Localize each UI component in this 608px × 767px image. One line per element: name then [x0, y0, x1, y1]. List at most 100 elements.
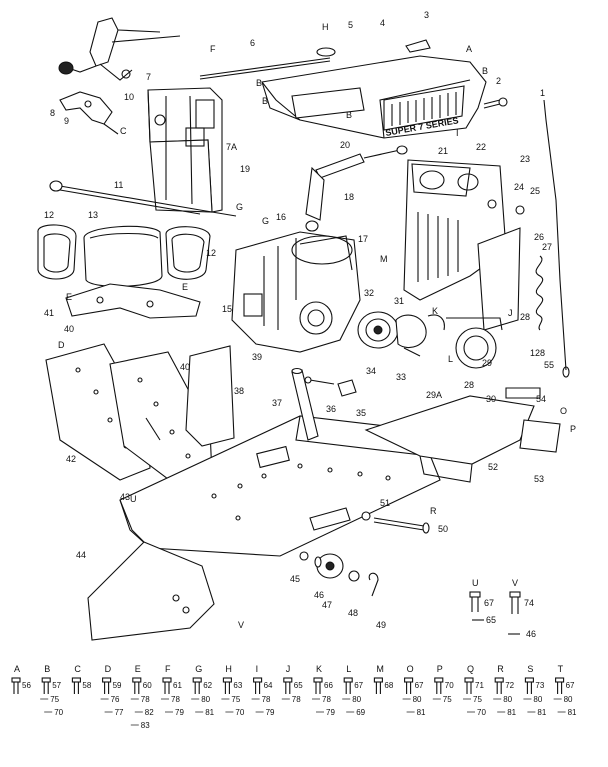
callout-p51: 51: [380, 498, 390, 508]
headlight-right: [165, 226, 211, 280]
callout-p6: 6: [250, 38, 255, 48]
bracket-31: [427, 314, 445, 331]
bolt-shank: [406, 682, 412, 694]
callout-p23: 23: [520, 154, 530, 164]
hw-sub: 70: [235, 708, 244, 717]
cap-5: [316, 47, 336, 57]
hw-sub: 75: [231, 695, 240, 704]
bolt-shank: [73, 682, 79, 694]
hw-key-C: C58: [71, 664, 92, 694]
bolt-shank: [466, 682, 472, 694]
callout-p7a: 7A: [226, 142, 237, 152]
lift-rod-6: [199, 57, 331, 80]
hood-ornament-3: [405, 39, 431, 53]
callout-p34: 34: [366, 366, 376, 376]
bolt-icon: [404, 677, 414, 683]
hw-uv-part-U: 67: [484, 598, 494, 608]
hw-part: 72: [505, 681, 514, 690]
tube-37: [291, 367, 319, 441]
letter-lV: V: [238, 620, 244, 630]
hw-sub: 80: [352, 695, 361, 704]
callout-p33: 33: [396, 372, 406, 382]
hw-letter: J: [286, 664, 291, 674]
bolt-shank: [104, 682, 110, 694]
callout-p20: 20: [340, 140, 350, 150]
hw-sub: 78: [322, 695, 331, 704]
callout-p38: 38: [234, 386, 244, 396]
callout-p26: 26: [534, 232, 544, 242]
letter-lJ: J: [508, 308, 513, 318]
hw-part: 59: [113, 681, 122, 690]
letter-lA: A: [466, 44, 472, 54]
letter-lB4: B: [482, 66, 488, 76]
callout-p4: 4: [380, 18, 385, 28]
hardware-key-row: A56B577570C58D597677E60788283F617879G628…: [11, 664, 577, 730]
clutch-33: [395, 314, 427, 357]
bolt-shank: [345, 682, 351, 694]
callout-p53: 53: [534, 474, 544, 484]
hw-part: 57: [52, 681, 61, 690]
hw-sub: 78: [262, 695, 271, 704]
letter-lB3: B: [346, 110, 352, 120]
callout-p16: 16: [276, 212, 286, 222]
callout-p40a: 40: [64, 324, 74, 334]
bolt-shank: [375, 682, 381, 694]
hitch-arm-assembly: [59, 91, 119, 135]
bolt-icon: [253, 677, 263, 683]
callout-p41: 41: [44, 308, 54, 318]
callout-p12b: 12: [206, 248, 216, 258]
callout-p11: 11: [114, 180, 123, 190]
hw-letter: Q: [467, 664, 474, 674]
bolt-icon: [132, 677, 142, 683]
letter-lK: K: [432, 306, 438, 316]
hw-part: 58: [82, 681, 91, 690]
bolt-icon-v: [508, 591, 521, 635]
callout-p15: 15: [222, 304, 232, 314]
callout-p42: 42: [66, 454, 76, 464]
hw-sub: 80: [564, 695, 573, 704]
hw-uv-letter-U: U: [472, 578, 479, 588]
hw-letter: C: [74, 664, 81, 674]
spring-27: [535, 255, 544, 331]
hw-part: 64: [264, 681, 273, 690]
dash-console: [147, 87, 223, 213]
hw-sub: 75: [443, 695, 452, 704]
callout-p1: 1: [540, 88, 545, 98]
callout-p54: 54: [536, 394, 546, 404]
letter-lU: U: [130, 494, 137, 504]
hw-letter: S: [527, 664, 533, 674]
hw-part: 66: [324, 681, 333, 690]
headlight-left: [37, 224, 77, 280]
hw-letter: H: [225, 664, 232, 674]
callout-p128: 128: [530, 348, 545, 358]
fan-shroud-29: [446, 317, 503, 369]
plate-53: [519, 419, 561, 453]
hw-letter: F: [165, 664, 171, 674]
bolt-icon: [222, 677, 232, 683]
letter-lM: M: [380, 254, 388, 264]
bolt-icon: [11, 677, 21, 683]
hw-letter: T: [558, 664, 564, 674]
bolt-shank: [134, 682, 140, 694]
bolt-shank: [557, 682, 563, 694]
hw-letter: E: [135, 664, 141, 674]
hw-letter: K: [316, 664, 322, 674]
bolt-icon: [343, 677, 353, 683]
hw-sub: 80: [201, 695, 210, 704]
hw-part: 60: [143, 681, 152, 690]
callout-p29: 29: [482, 358, 492, 368]
callout-p7: 7: [146, 72, 151, 82]
steering-shaft: [305, 145, 408, 232]
washer-45: [299, 551, 309, 561]
callout-p5: 5: [348, 20, 353, 30]
clip-49: [368, 572, 379, 597]
callout-p28: 28: [520, 312, 530, 322]
